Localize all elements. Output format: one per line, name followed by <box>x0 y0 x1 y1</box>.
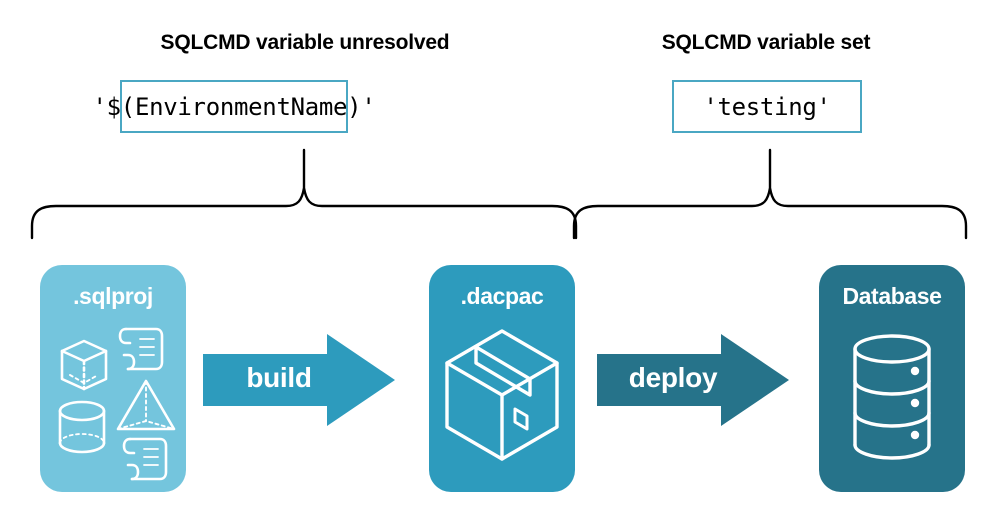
card-dacpac[interactable]: .dacpac <box>429 265 575 492</box>
dacpac-artwork <box>445 329 559 461</box>
arrow-deploy <box>597 334 789 426</box>
scroll-icon <box>118 327 164 371</box>
scroll-icon <box>122 437 168 481</box>
package-box-icon <box>445 329 559 461</box>
sqlproj-artwork <box>58 327 176 481</box>
database-cylinder-icon <box>853 334 931 460</box>
card-sqlproj[interactable]: .sqlproj <box>40 265 186 492</box>
section-title-right: SQLCMD variable set <box>661 31 871 54</box>
sqlcmd-variable-set-box: 'testing' <box>672 80 862 133</box>
arrow-build-shape <box>203 334 395 426</box>
arrow-deploy-shape <box>597 334 789 426</box>
sqlcmd-variable-unresolved-box: '$(EnvironmentName)' <box>93 80 376 133</box>
card-database-label: Database <box>842 283 942 309</box>
cube-icon <box>60 339 108 391</box>
database-status-dots <box>910 366 920 440</box>
card-sqlproj-label: .sqlproj <box>73 283 153 309</box>
card-dacpac-label: .dacpac <box>460 283 544 309</box>
brace-right <box>572 148 968 240</box>
pyramid-icon <box>116 379 176 431</box>
brace-left <box>30 148 578 240</box>
card-database[interactable]: Database <box>819 265 965 492</box>
arrow-build <box>203 334 395 426</box>
database-artwork <box>853 334 931 460</box>
cylinder-icon <box>58 400 106 454</box>
sqlcmd-variable-set-value: 'testing' <box>703 92 831 121</box>
section-title-left: SQLCMD variable unresolved <box>160 31 450 54</box>
sqlcmd-variable-unresolved-value: '$(EnvironmentName)' <box>92 92 376 121</box>
